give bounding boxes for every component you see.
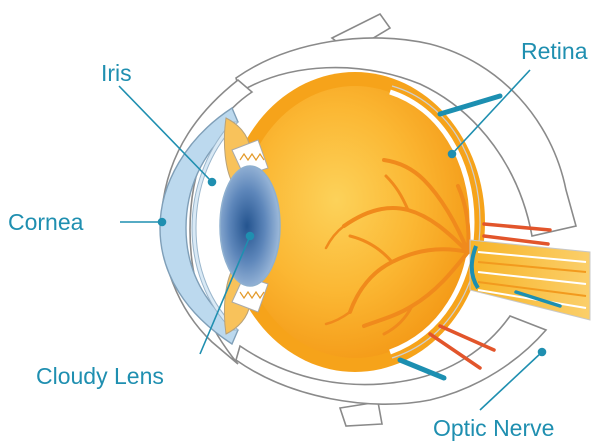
retina-label: Retina: [521, 38, 588, 64]
cloudy-lens-label: Cloudy Lens: [36, 363, 164, 389]
cloudy-lens: [220, 166, 280, 286]
cornea-label: Cornea: [8, 209, 84, 235]
iris-label: Iris: [101, 60, 132, 86]
optic-nerve: [470, 240, 590, 320]
optic-nerve-label: Optic Nerve: [433, 415, 554, 441]
